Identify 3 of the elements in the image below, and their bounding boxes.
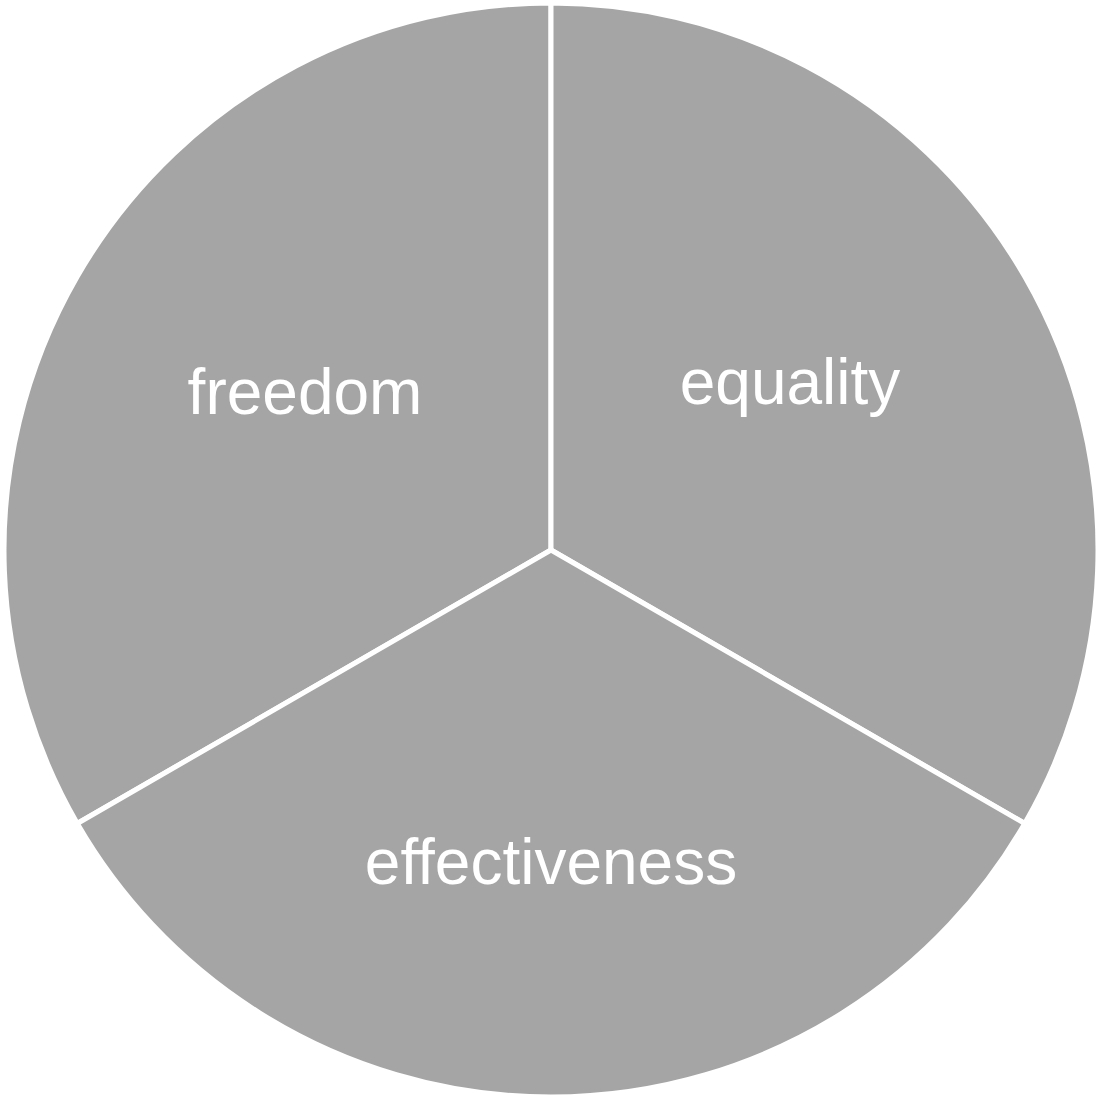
sector-label: freedom [187,356,423,428]
sector-label: equality [679,346,901,418]
sector-label: effectiveness [364,826,738,898]
